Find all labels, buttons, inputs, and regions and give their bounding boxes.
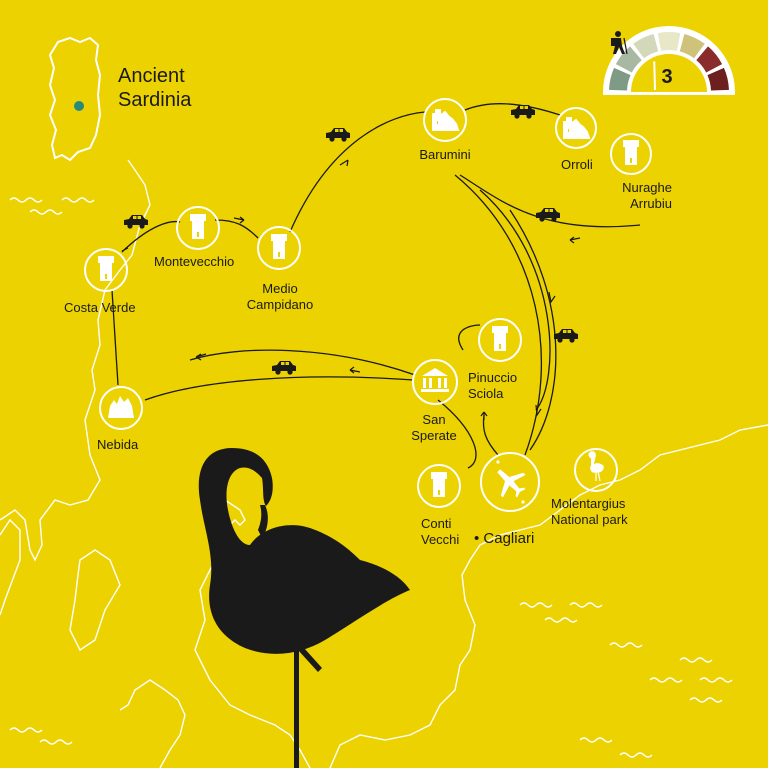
stop-montevecchio[interactable] [176, 206, 220, 250]
stop-sansperate[interactable] [412, 359, 458, 405]
gauge-segment [707, 67, 729, 91]
flamingo-illustration [198, 448, 410, 768]
city-label: • Cagliari [474, 530, 535, 547]
car-icon [272, 361, 296, 375]
stop-nebida[interactable] [99, 386, 143, 430]
label-pinuccio-line2: Sciola [468, 386, 504, 401]
label-arrubiu-line2: Arrubiu [630, 196, 672, 211]
gauge-base [603, 92, 735, 95]
label-conti-line2: Vecchi [421, 532, 460, 547]
stop-molentargius[interactable] [574, 448, 618, 492]
stop-conti[interactable] [417, 464, 461, 508]
label-arrubiu-line1: Nuraghe [622, 180, 672, 195]
label-montevecchio: Montevecchio [154, 254, 234, 270]
label-pinuccio-line1: Pinuccio [468, 370, 518, 385]
gauge-center [631, 54, 707, 92]
stop-cagliari[interactable] [480, 452, 540, 512]
label-montevecchio-text: Montevecchio [154, 254, 235, 269]
airplane-icon [497, 469, 526, 498]
stop-medio[interactable] [257, 226, 301, 270]
difficulty-gauge [603, 26, 735, 95]
tower-icon [190, 214, 206, 239]
rock-icon [108, 396, 134, 418]
gauge-needle [653, 61, 656, 91]
tower-icon [431, 472, 447, 497]
route-lines [111, 103, 641, 469]
map-title: Ancient Sardinia [118, 64, 191, 112]
gauge-segment [657, 32, 681, 51]
label-medio-line1: Medio [262, 281, 298, 296]
gauge-segment [696, 46, 723, 73]
label-molentargius-line2: National park [551, 512, 628, 527]
label-conti-line1: Conti [421, 516, 452, 531]
tower-icon [623, 140, 639, 165]
label-sansperate-line2: Sperate [411, 428, 457, 443]
stop-costa[interactable] [84, 248, 128, 292]
label-molentargius-line1: Molentargius [551, 496, 626, 511]
tower-icon [98, 256, 114, 281]
label-nebida-text: Nebida [97, 437, 139, 452]
label-arrubiu: Nuraghe Arrubiu [590, 180, 672, 212]
title-line1: Ancient [118, 65, 185, 87]
stop-arrubiu[interactable] [610, 133, 652, 175]
label-orroli: Orroli [561, 157, 593, 173]
label-medio: Medio Campidano [240, 281, 320, 313]
car-icon [554, 329, 578, 343]
label-barumini-text: Barumini [419, 147, 471, 162]
stop-pinuccio[interactable] [478, 318, 522, 362]
route-arrows [121, 159, 581, 420]
label-barumini: Barumini [415, 147, 475, 163]
label-conti: Conti Vecchi [421, 516, 459, 548]
tower-icon [271, 234, 287, 259]
label-sansperate: San Sperate [404, 412, 464, 444]
location-dot [74, 101, 84, 111]
ruins-icon [432, 109, 459, 131]
label-orroli-text: Orroli [561, 157, 593, 172]
gauge-segment [615, 46, 642, 73]
flamingo-icon [588, 451, 604, 482]
gauge-segment [609, 67, 631, 91]
ruins-icon [563, 117, 590, 139]
label-medio-line2: Campidano [246, 297, 314, 312]
difficulty-level: 3 [661, 66, 673, 88]
label-nebida: Nebida [97, 437, 138, 453]
gauge-segment [679, 34, 705, 59]
hiker-icon [611, 31, 628, 55]
label-costa: Costa Verde [64, 300, 136, 316]
stop-barumini[interactable] [423, 98, 467, 142]
tower-icon [492, 326, 508, 351]
stop-orroli[interactable] [555, 107, 597, 149]
title-line2: Sardinia [118, 89, 192, 111]
car-icon [326, 128, 350, 142]
label-pinuccio: Pinuccio Sciola [468, 370, 517, 402]
label-molentargius: Molentargius National park [551, 496, 628, 528]
temple-icon [421, 368, 449, 392]
coastline [0, 159, 768, 768]
label-costa-text: Costa Verde [64, 300, 136, 315]
sardinia-inset [48, 36, 102, 162]
label-sansperate-line1: San [422, 412, 446, 427]
gauge-segment [633, 34, 659, 59]
